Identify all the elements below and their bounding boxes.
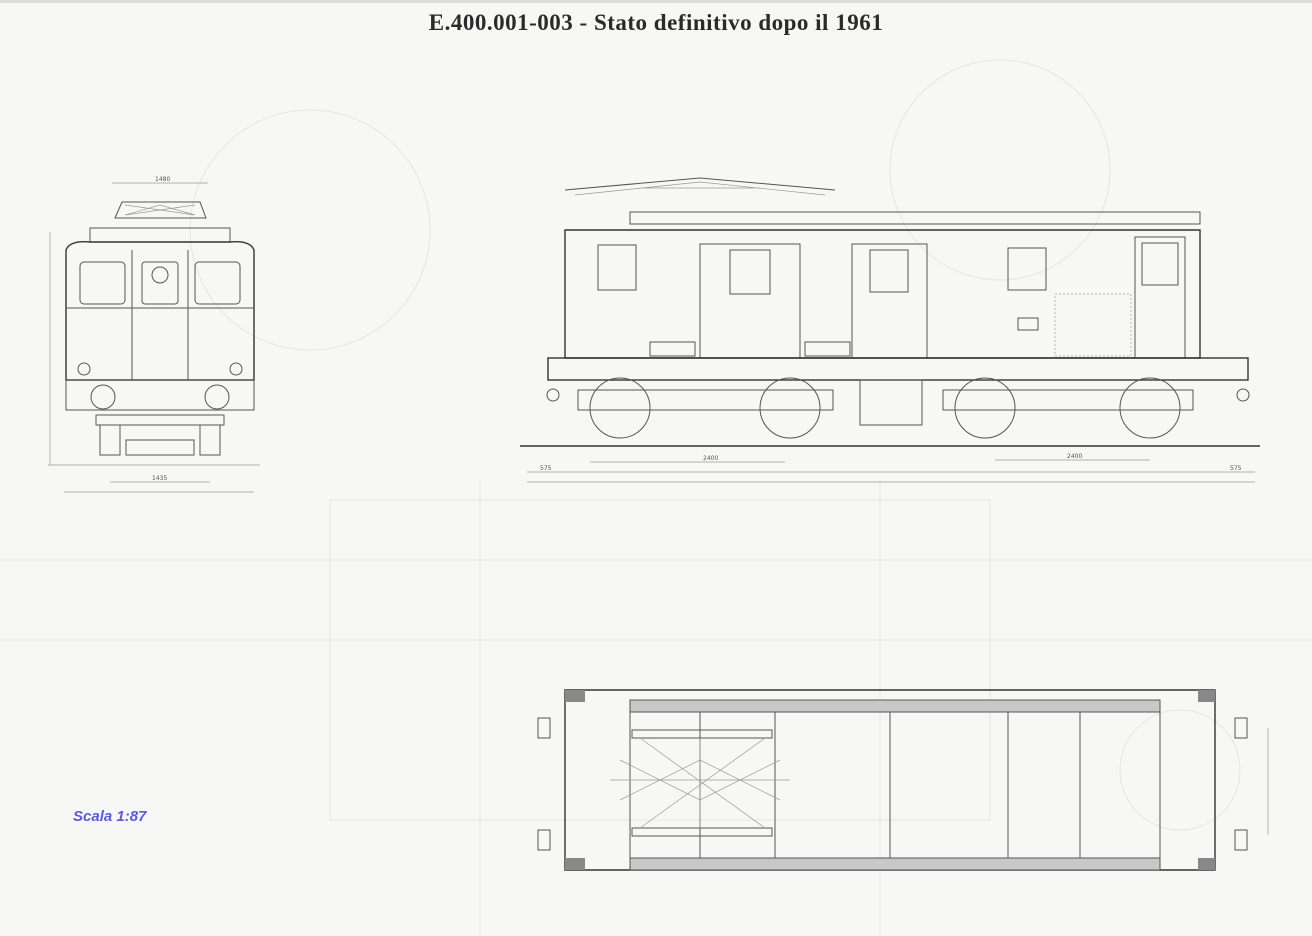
drawing-title: E.400.001-003 - Stato definitivo dopo il… xyxy=(428,10,884,35)
dim-pantograph-width: 1480 xyxy=(155,176,170,183)
bogie-right xyxy=(942,377,1194,439)
side-view: 575 2400 2400 575 xyxy=(520,177,1260,483)
top-view xyxy=(537,689,1269,871)
dim-gauge: 1435 xyxy=(152,475,167,482)
front-view: 1480 1435 xyxy=(48,176,260,493)
dim-overhang-right: 575 xyxy=(1230,465,1242,472)
dim-wheelbase-right: 2400 xyxy=(1067,453,1082,460)
scale-label: Scala 1:87 xyxy=(73,808,147,825)
top-border xyxy=(0,0,1312,3)
bogie-left xyxy=(577,377,834,439)
dim-wheelbase-left: 2400 xyxy=(703,455,718,462)
pantograph-top xyxy=(610,729,790,837)
dim-overhang-left: 575 xyxy=(540,465,552,472)
background-ghost-lines xyxy=(0,59,1312,936)
